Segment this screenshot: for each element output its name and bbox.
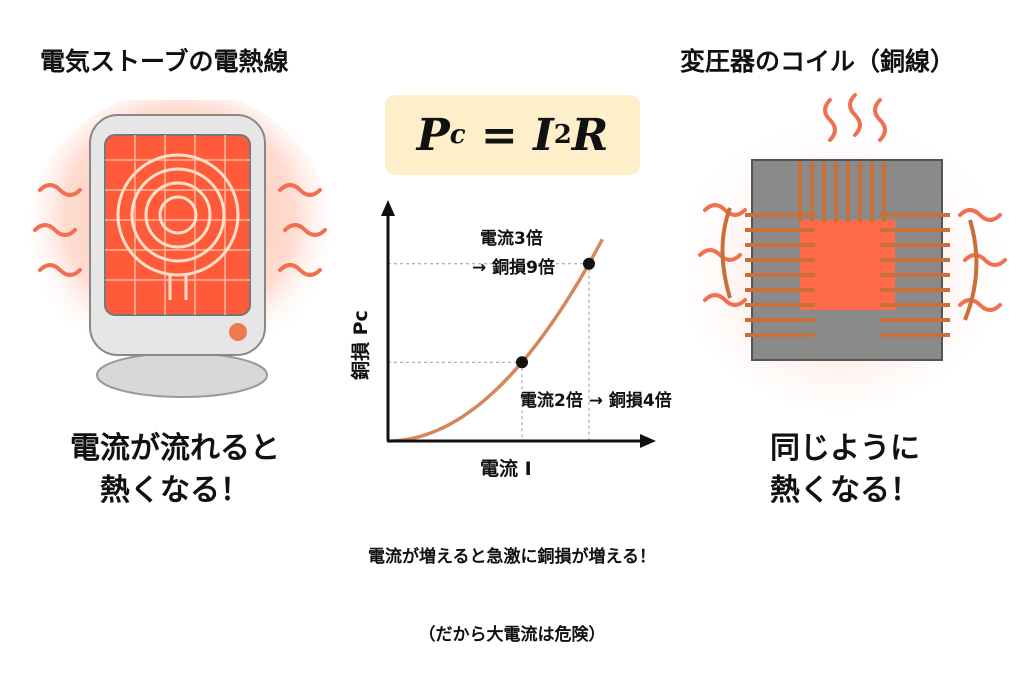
curve-series: [387, 238, 604, 443]
transformer-coil-illustration: [690, 93, 1007, 410]
y-axis-arrow: [381, 200, 395, 216]
data-point-1: [516, 356, 528, 369]
formula-sup-2: 2: [553, 120, 572, 150]
electric-heater-illustration: [30, 100, 330, 398]
coil-caption: 同じように 熱くなる！: [770, 431, 920, 508]
heater-title: 電気ストーブの電熱線: [40, 47, 289, 76]
coil-title: 変圧器のコイル（銅線）: [680, 47, 956, 76]
guide-lines: [388, 263, 590, 441]
annotation-3x-line1: 電流3倍: [480, 229, 543, 249]
y-axis-label: 銅損 Pc: [350, 310, 372, 380]
formula-i: I: [533, 109, 554, 161]
formula-r: R: [571, 109, 609, 161]
data-point-2: [583, 257, 595, 270]
annotation-2x: 電流2倍 → 銅損4倍: [520, 391, 672, 411]
x-axis-arrow: [640, 434, 656, 448]
footer-note: 電流が増えると急激に銅損が増える！ （だから大電流は危険）: [312, 492, 712, 674]
footer-line1: 電流が増えると急激に銅損が増える！: [368, 547, 656, 567]
copper-loss-chart: [381, 200, 656, 448]
heater-caption: 電流が流れると 熱くなる！: [70, 431, 280, 508]
x-axis-label: 電流 I: [480, 458, 532, 480]
annotation-3x-line2: → 銅損9倍: [472, 258, 555, 278]
formula-sub-c: c: [449, 120, 466, 150]
footer-line2: （だから大電流は危険）: [418, 625, 606, 645]
formula-p: P: [416, 109, 450, 161]
formula-equals: =: [465, 109, 534, 161]
